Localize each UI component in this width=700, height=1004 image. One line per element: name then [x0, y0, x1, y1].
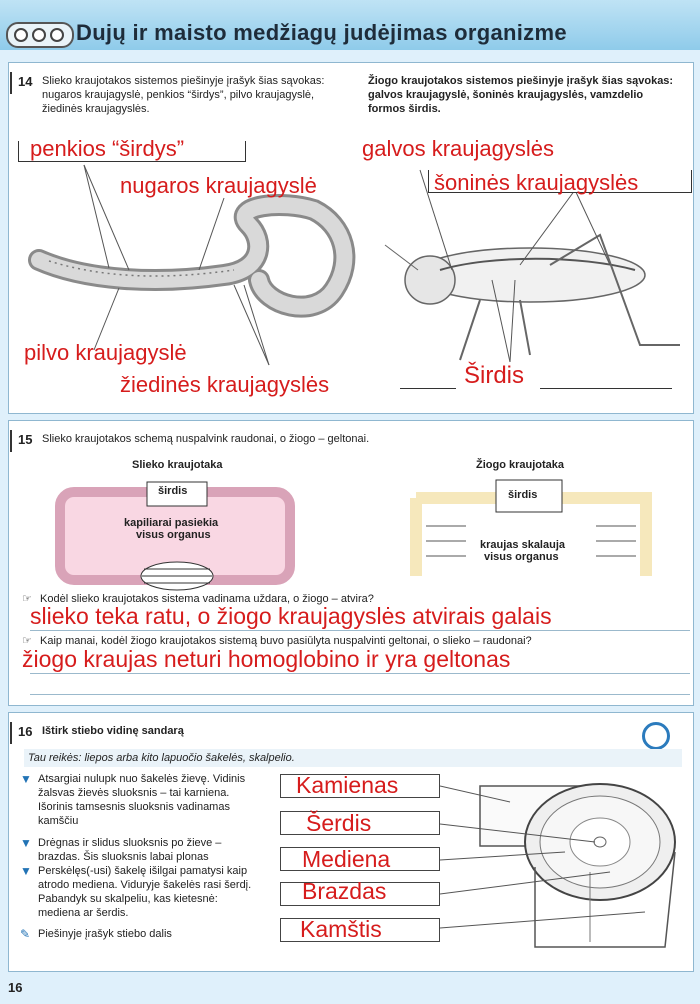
stem-label-box-2[interactable] — [280, 811, 440, 835]
step-bullet-icon: ▼ — [20, 772, 32, 786]
worm-label-hearts: penkios “širdys” — [30, 136, 185, 161]
grasshopper-blank-left[interactable] — [400, 368, 456, 389]
page-title: Dujų ir maisto medžiagų judėjimas organi… — [76, 20, 567, 45]
grasshopper-circulation-scheme — [410, 479, 652, 576]
stem-label-box-4[interactable] — [280, 882, 440, 906]
exercise-16-step-3: Perskėlęs(-usi) šakelę išilgai pamatysi … — [38, 865, 252, 919]
exercise-15-instruction: Slieko kraujotakos schemą nuspalvink rau… — [42, 433, 370, 445]
stem-label-2: Šerdis — [306, 810, 372, 836]
step-bullet-icon: ▼ — [20, 864, 32, 878]
grasshopper-label-lateral-vessels: šoninės kraujagyslės — [434, 170, 639, 195]
page-number: 16 — [8, 980, 23, 995]
worm-caption-1: kapiliarai pasiekia — [124, 517, 219, 529]
grasshopper-caption-2: visus organus — [484, 551, 559, 563]
earthworm-diagram — [28, 164, 356, 366]
answer-2: žiogo kraujas neturi homoglobino ir yra … — [22, 646, 511, 672]
exercise-15-number: 15 — [9, 430, 33, 452]
worm-caption-2: visus organus — [136, 529, 211, 541]
exercise-16-step-2: Drėgnas ir slidus sluoksnis po žieve – b… — [38, 837, 222, 863]
exercise-14-left-instruction: Slieko kraujotakos sistemos piešinyje įr… — [42, 75, 325, 115]
exercise-14-right-instruction: Žiogo kraujotakos sistemos piešinyje įra… — [368, 75, 674, 115]
worm-label-ventral-vessel: pilvo kraujagyslė — [24, 340, 187, 365]
grasshopper-label-head-vessel: galvos kraujagyslės — [362, 136, 554, 161]
exercise-16-number: 16 — [9, 722, 33, 744]
worm-heart-label: širdis — [158, 485, 188, 497]
question-icon: ☞ — [22, 635, 32, 647]
pencil-icon: ✎ — [20, 927, 31, 941]
stem-label-1: Kamienas — [296, 772, 399, 798]
exercise-16-need: Tau reikės: liepos arba kito lapuočio ša… — [24, 749, 682, 767]
logo-dot-icon — [14, 28, 28, 42]
question-2: Kaip manai, kodėl žiogo kraujotakos sist… — [40, 635, 532, 647]
grasshopper-blank-right[interactable] — [540, 368, 672, 389]
exercise-16-title: Ištirk stiebo vidinę sandarą — [42, 725, 184, 737]
worm-circulation-scheme — [55, 481, 295, 591]
logo-dot-icon — [32, 28, 46, 42]
stem-label-5: Kamštis — [300, 916, 382, 942]
stem-label-box-5[interactable] — [280, 918, 440, 942]
worm-label-ring-vessels: žiedinės kraujagyslės — [120, 372, 330, 397]
worm-circulation-title: Slieko kraujotaka — [132, 459, 223, 471]
exercise-16-step-1: Atsargiai nulupk nuo šakelės žievę. Vidi… — [38, 773, 246, 827]
stem-label-box-3[interactable] — [280, 847, 440, 871]
exercise-16-step-4: Piešinyje įrašyk stiebo dalis — [38, 928, 172, 940]
grasshopper-heart-label: širdis — [508, 489, 538, 501]
worm-label-dorsal-vessel: nugaros kraujagyslė — [120, 173, 317, 198]
question-icon: ☞ — [22, 593, 32, 605]
exercise-14-number: 14 — [9, 72, 33, 94]
stem-label-4: Brazdas — [302, 878, 387, 904]
header-logo-icon — [6, 22, 74, 48]
answer-2-line[interactable] — [30, 672, 690, 674]
answer-1: slieko teka ratu, o žiogo kraujagyslės a… — [30, 603, 552, 629]
stem-cross-section-diagram — [440, 783, 676, 948]
logo-dot-icon — [50, 28, 64, 42]
grasshopper-label-box-lateral[interactable] — [428, 170, 692, 193]
stem-label-3: Mediena — [302, 846, 391, 872]
question-1: Kodėl slieko kraujotakos sistema vadinam… — [40, 593, 374, 605]
step-bullet-icon: ▼ — [20, 836, 32, 850]
grasshopper-diagram — [384, 169, 680, 363]
magnifier-icon — [642, 722, 670, 750]
grasshopper-caption-1: kraujas skalauja — [480, 539, 566, 551]
stem-label-box-1[interactable] — [280, 774, 440, 798]
answer-extra-line[interactable] — [30, 693, 690, 695]
worm-label-box-hearts[interactable] — [18, 141, 246, 162]
grasshopper-label-heart: Širdis — [464, 362, 525, 389]
page-footer — [0, 978, 700, 1004]
answer-1-line[interactable] — [30, 629, 690, 631]
grasshopper-circulation-title: Žiogo kraujotaka — [476, 459, 565, 471]
